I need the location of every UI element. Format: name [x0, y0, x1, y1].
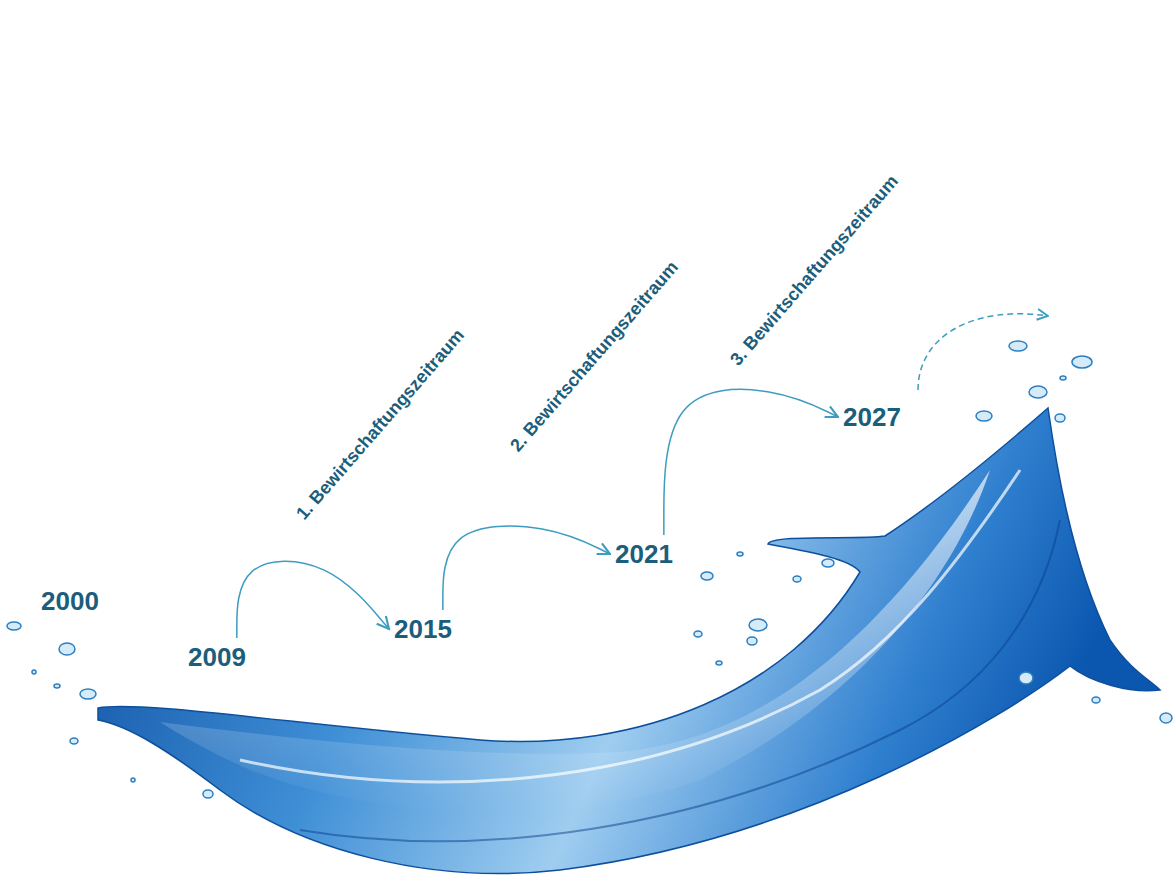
water-droplets	[7, 341, 1172, 798]
year-marker: 2009	[185, 640, 249, 674]
water-streak	[300, 520, 1060, 841]
water-highlight	[160, 470, 990, 813]
period-arrow	[664, 389, 838, 535]
continuation-arrow	[918, 314, 1048, 390]
year-label: 2009	[188, 642, 246, 672]
year-marker: 2021	[612, 537, 676, 571]
year-label: 2021	[615, 539, 673, 569]
year-marker: 2000	[38, 584, 102, 618]
period-arrow	[443, 526, 610, 610]
year-marker: 2015	[391, 612, 455, 646]
year-label: 2015	[394, 614, 452, 644]
year-marker: 2027	[840, 400, 904, 434]
year-label: 2000	[41, 586, 99, 616]
period-label: 3. Bewirtschaftungszeitraum	[725, 171, 902, 370]
period-arrow	[237, 561, 389, 638]
water-splash	[98, 408, 1160, 873]
period-label: 2. Bewirtschaftungszeitraum	[505, 257, 682, 456]
water-streak	[240, 470, 1020, 782]
period-label: 1. Bewirtschaftungszeitraum	[291, 325, 468, 524]
year-label: 2027	[843, 402, 901, 432]
